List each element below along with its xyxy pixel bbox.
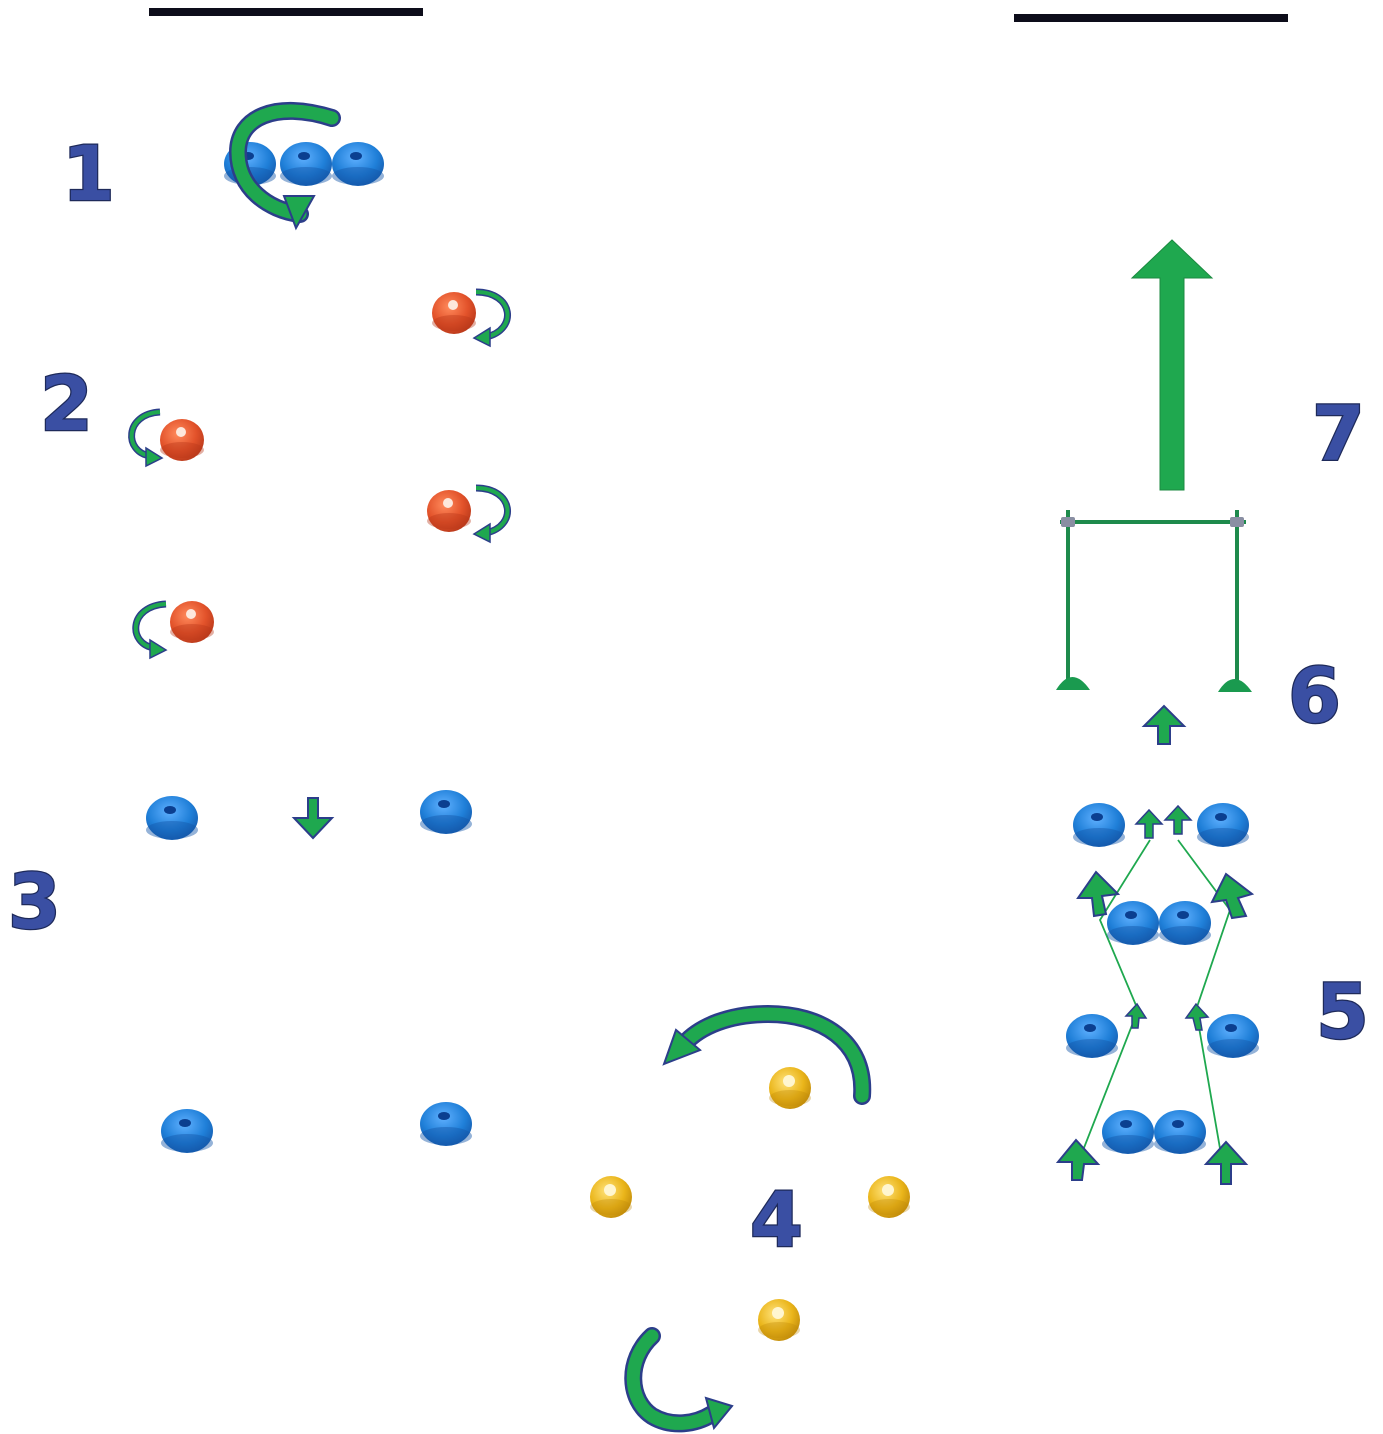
green-arrow-icon [474,292,508,346]
green-arrow-icon [1126,1004,1146,1028]
blue-cone-icon [1207,1014,1259,1058]
green-arrow-icon [1206,1142,1246,1184]
orange-cone-icon [432,292,476,334]
blue-cone-icon [1073,803,1125,847]
orange-cone-icon [160,419,204,461]
yellow-cone-icon [769,1067,811,1109]
blue-cone-icon [420,1102,472,1146]
station-4-number: 4 [750,1175,803,1264]
station-5-number: 5 [1316,967,1369,1056]
station-6-number: 6 [1288,651,1341,740]
orange-cone-icon [427,490,471,532]
blue-cone-icon [332,142,384,186]
yellow-cone-icon [758,1299,800,1341]
green-arrow-icon [1212,874,1252,918]
blue-cone-icon [1197,803,1249,847]
station-7: 7 [1132,240,1365,490]
station-1-number: 1 [62,129,115,218]
station-3-number: 3 [8,857,61,946]
blue-cone-icon [146,796,198,840]
blue-cone-icon [1066,1014,1118,1058]
green-arrow-icon [1165,806,1191,834]
blue-cone-icon [280,142,332,186]
yellow-cone-icon [590,1176,632,1218]
station-5: 5 [1058,803,1369,1184]
blue-cone-icon [1102,1110,1154,1154]
station-3: 3 [8,790,472,1153]
green-arrow-icon [132,412,162,466]
station-6: 6 [1056,510,1341,744]
green-arrow-icon [1186,1004,1208,1030]
station-2-number: 2 [40,359,93,448]
green-arrow-icon [1136,810,1162,838]
green-arrow-icon [136,604,166,658]
green-arrow-icon [1132,240,1212,490]
yellow-cone-icon [868,1176,910,1218]
green-arrow-icon [664,1014,862,1096]
station-2: 2 [40,292,508,658]
green-arrow-icon [1078,872,1118,916]
blue-cone-icon [161,1109,213,1153]
green-arrow-icon [633,1336,732,1428]
blue-cone-icon [1154,1110,1206,1154]
green-arrow-icon [294,798,332,838]
blue-cone-icon [1159,901,1211,945]
green-arrow-icon [1058,1140,1098,1180]
station-4: 4 [590,1014,910,1428]
station-7-number: 7 [1312,389,1365,478]
hurdle-icon [1056,510,1252,692]
green-arrow-icon [474,488,508,542]
blue-cone-icon [1107,901,1159,945]
station-1: 1 [62,111,384,228]
blue-cone-icon [420,790,472,834]
green-arrow-icon [1144,706,1184,744]
orange-cone-icon [170,601,214,643]
